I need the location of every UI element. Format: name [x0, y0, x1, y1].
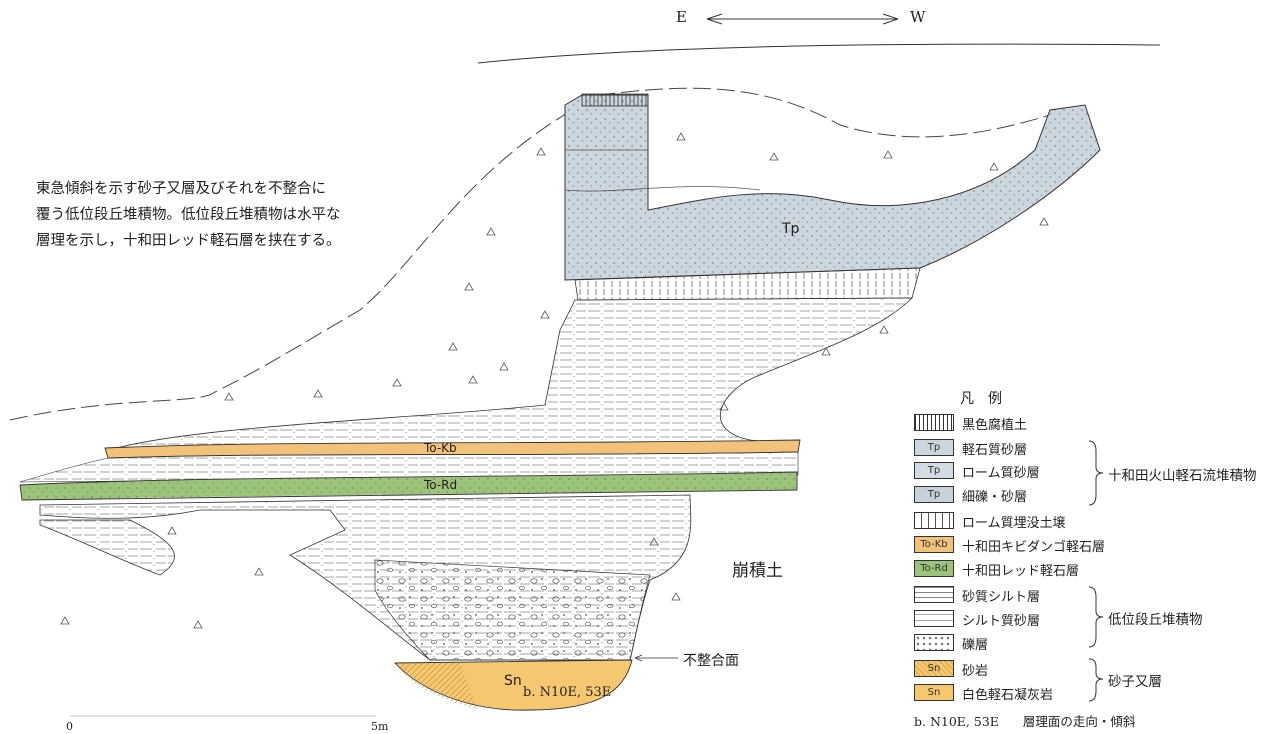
legend-item-label: シルト質砂層	[962, 614, 1041, 629]
humus-cap	[581, 93, 649, 107]
description-line: 東急傾斜を示す砂子又層及びそれを不整合に	[36, 181, 326, 197]
talus-outline	[9, 87, 1051, 421]
legend-item-label: ローム質砂層	[962, 466, 1040, 481]
legend-item-label: 細礫・砂層	[962, 490, 1028, 505]
description-line: 覆う低位段丘堆積物。低位段丘堆積物は水平な	[36, 207, 341, 223]
silty-sand-swatch	[914, 610, 954, 627]
conglomerate-swatch	[914, 634, 954, 651]
legend-item-label: 軽石質砂層	[962, 443, 1028, 458]
legend-footnote: b. N10E, 53E 層理面の走向・傾斜	[914, 711, 1135, 730]
legend-footnote-code: b. N10E, 53E	[914, 714, 999, 729]
legend-item: Sn 砂岩	[914, 659, 1274, 679]
scale-zero-label: 0	[66, 720, 73, 733]
to-kb-label: To-Kb	[424, 441, 457, 455]
compass-west-label: W	[910, 8, 926, 26]
group-label-towada: 十和田火山軽石流堆積物	[1108, 468, 1257, 484]
legend-footnote-text: 層理面の走向・傾斜	[1022, 714, 1136, 729]
legend-item: To-Kb 十和田キビダンゴ軽石層	[914, 535, 1274, 555]
legend-item-label: ローム質埋没土壌	[962, 516, 1066, 531]
legend-item: Sn 白色軽石凝灰岩	[914, 683, 1274, 703]
tuff-swatch: Sn	[914, 684, 954, 701]
group-label-terrace: 低位段丘堆積物	[1108, 612, 1203, 628]
legend-item-label: 十和田レッド軽石層	[962, 564, 1080, 579]
sn-label: Sn	[504, 673, 522, 689]
legend-item: 砂質シルト層	[914, 585, 1274, 605]
debris-label: 崩積土	[732, 561, 783, 581]
legend-item-label: 礫層	[962, 638, 989, 653]
sandy-silt-swatch	[914, 586, 954, 603]
legend-item: Tp ローム質砂層	[914, 461, 1274, 481]
to-rd-swatch: To-Rd	[914, 560, 954, 577]
terrace-upper-body	[107, 297, 913, 451]
legend-item: ローム質埋没土壌	[914, 511, 1274, 531]
compass-east-label: E	[676, 8, 687, 26]
legend-item: シルト質砂層	[914, 609, 1274, 629]
buried-soil-swatch	[914, 512, 954, 529]
compass-arrow	[706, 13, 899, 25]
legend-item: To-Rd 十和田レッド軽石層	[914, 559, 1274, 579]
conglomerate-layer	[374, 559, 651, 661]
debris-markers	[60, 132, 1049, 629]
legend-item-label: 十和田キビダンゴ軽石層	[962, 540, 1106, 555]
to-rd-label: To-Rd	[424, 478, 458, 492]
description-line: 層理を示し，十和田レッド軽石層を挟在する。	[36, 233, 341, 249]
legend-title: 凡 例	[960, 391, 1002, 407]
legend-item-label: 白色軽石凝灰岩	[962, 688, 1054, 703]
humus-swatch	[914, 414, 954, 431]
description-text: 東急傾斜を示す砂子又層及びそれを不整合に 覆う低位段丘堆積物。低位段丘堆積物は水…	[36, 176, 396, 254]
unconformity-arrow	[634, 654, 678, 662]
legend-item-label: 砂質シルト層	[962, 590, 1041, 605]
tp-label: Tp	[782, 221, 800, 237]
loam-swatch: Tp	[914, 462, 954, 479]
legend-item: Tp 細礫・砂層	[914, 485, 1274, 505]
legend-item-label: 砂岩	[962, 664, 989, 679]
ground-surface-line	[477, 43, 1161, 64]
group-label-sunakomata: 砂子又層	[1108, 674, 1162, 690]
to-kb-swatch: To-Kb	[914, 536, 954, 553]
legend-braces	[1088, 440, 1104, 702]
scale-five-label: 5m	[371, 720, 389, 733]
legend-item: 礫層	[914, 633, 1274, 653]
pumice-swatch: Tp	[914, 439, 954, 456]
legend-item: Tp 軽石質砂層	[914, 438, 1274, 458]
legend-item: 黒色腐植土	[914, 413, 1274, 433]
unconformity-label: 不整合面	[683, 653, 739, 669]
sandstone-swatch: Sn	[914, 660, 954, 677]
gravel-swatch: Tp	[914, 486, 954, 503]
legend-item-label: 黒色腐植土	[962, 418, 1028, 433]
bedding-attitude-label: b. N10E, 53E	[523, 685, 612, 700]
